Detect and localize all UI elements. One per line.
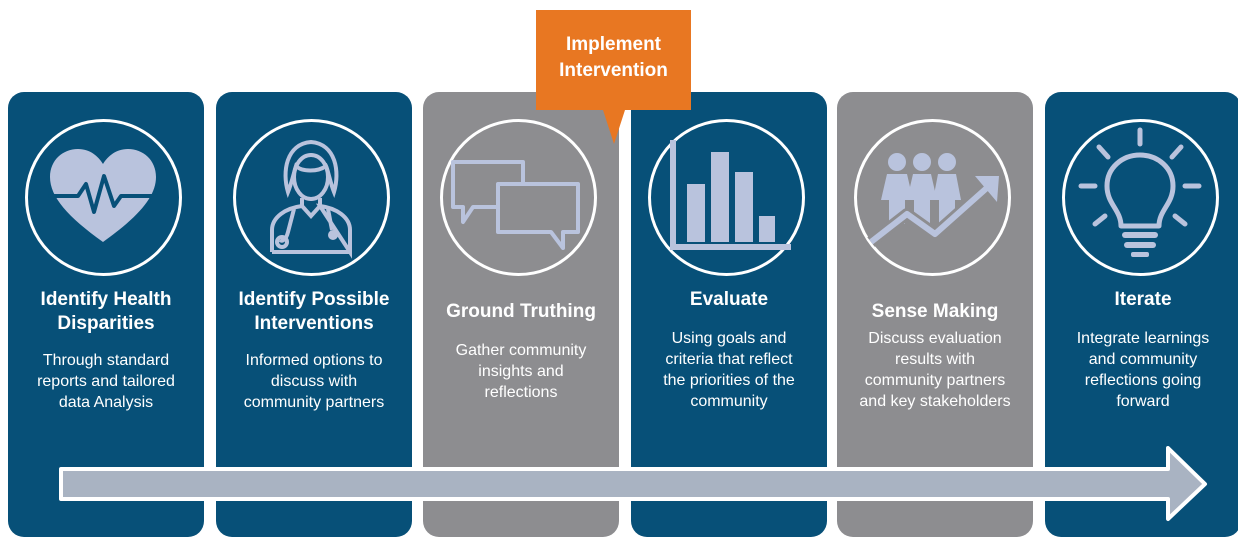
arrow-shape bbox=[59, 446, 1207, 521]
icon-circle bbox=[1062, 119, 1219, 276]
icon-circle bbox=[648, 119, 805, 276]
step-title: Evaluate bbox=[689, 289, 769, 310]
step-card-iterate: Iterate Integrate learnings and communit… bbox=[1045, 92, 1238, 537]
people-trend-icon bbox=[867, 153, 999, 247]
step-description: Through standard reports and tailored da… bbox=[37, 352, 175, 411]
step-title: Sense Making bbox=[871, 301, 999, 322]
step-description: Informed options to discuss with communi… bbox=[243, 352, 385, 411]
step-card-sense-making: Sense Making Discuss evaluation results … bbox=[837, 92, 1033, 537]
step-card-ground-truthing: Ground Truthing Gather community insight… bbox=[423, 92, 619, 537]
lightbulb-icon bbox=[1078, 127, 1202, 257]
icon-circle bbox=[440, 119, 597, 276]
implement-intervention-banner: Implement Intervention bbox=[536, 10, 691, 144]
icon-circle bbox=[25, 119, 182, 276]
step-card-identify-possible-interventions: Identify Possible Interventions Informed… bbox=[216, 92, 412, 537]
icon-circle bbox=[854, 119, 1011, 276]
chat-bubbles-icon bbox=[451, 160, 580, 250]
step-description: Integrate learnings and community reflec… bbox=[1076, 330, 1210, 410]
step-card-evaluate: Evaluate Using goals and criteria that r… bbox=[631, 92, 827, 537]
step-description: Discuss evaluation results with communit… bbox=[859, 330, 1011, 410]
step-description: Using goals and criteria that reflect th… bbox=[663, 330, 795, 410]
bar-chart-icon bbox=[670, 140, 791, 250]
step-title: Ground Truthing bbox=[446, 301, 596, 322]
doctor-icon bbox=[270, 139, 352, 259]
step-card-identify-health-disparities: Identify Health Disparities Through stan… bbox=[8, 92, 204, 537]
heart-pulse-icon bbox=[48, 149, 158, 242]
banner-label: Implement Intervention bbox=[559, 34, 668, 81]
step-title: Iterate bbox=[1114, 289, 1172, 310]
icon-circle bbox=[233, 119, 390, 276]
step-description: Gather community insights and reflection… bbox=[455, 342, 587, 401]
banner-shape bbox=[536, 10, 691, 144]
step-title: Identify Health Disparities bbox=[40, 289, 172, 334]
step-title: Identify Possible Interventions bbox=[238, 289, 390, 334]
